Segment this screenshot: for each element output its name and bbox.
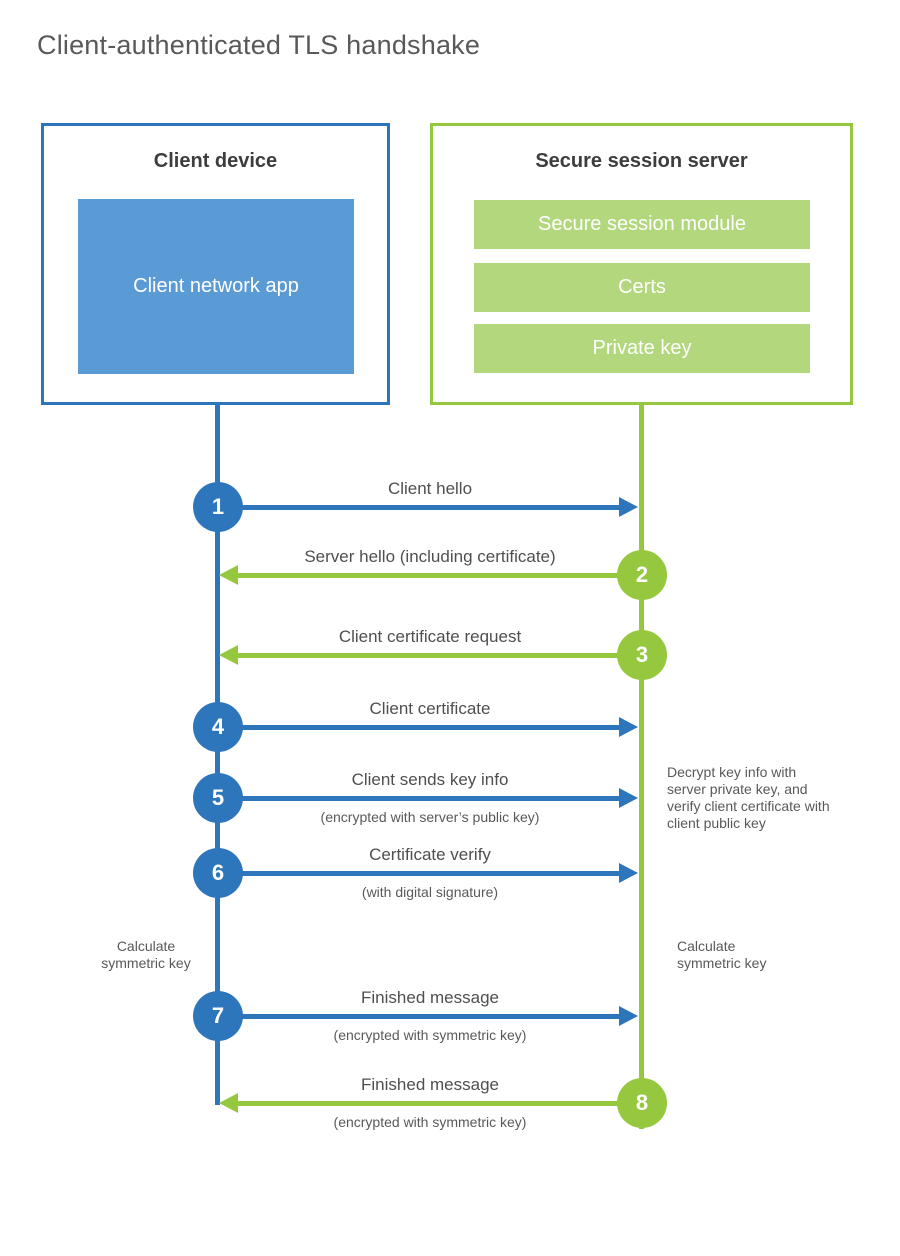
- arrow-line: [237, 573, 641, 578]
- message-label: Finished message: [361, 1075, 499, 1094]
- arrow-line: [217, 871, 621, 876]
- arrow-line: [217, 1014, 621, 1019]
- step-circle: 4: [193, 702, 243, 752]
- arrow-line: [237, 1101, 641, 1106]
- arrowhead-left-icon: [219, 565, 238, 585]
- arrowhead-left-icon: [219, 1093, 238, 1113]
- message-sublabel: (encrypted with server’s public key): [320, 809, 540, 825]
- server-module-bar: Certs: [474, 263, 810, 312]
- step-circle: 7: [193, 991, 243, 1041]
- arrow-line: [237, 653, 641, 658]
- arrowhead-left-icon: [219, 645, 238, 665]
- message-sublabel: (encrypted with symmetric key): [333, 1114, 527, 1130]
- step-circle: 1: [193, 482, 243, 532]
- client-network-app-label: Client network app: [133, 275, 299, 297]
- arrowhead-right-icon: [619, 863, 638, 883]
- client-network-app-box: Client network app: [78, 199, 354, 374]
- step-circle: 2: [617, 550, 667, 600]
- arrowhead-right-icon: [619, 1006, 638, 1026]
- step-circle: 5: [193, 773, 243, 823]
- decrypt-key-note: Decrypt key info with server private key…: [667, 764, 830, 831]
- calculate-symmetric-key-note-server: Calculate symmetric key: [677, 938, 767, 971]
- arrowhead-right-icon: [619, 497, 638, 517]
- arrow-line: [217, 505, 621, 510]
- client-lifeline: [215, 405, 220, 1105]
- arrowhead-right-icon: [619, 717, 638, 737]
- server-lifeline: [639, 405, 644, 1129]
- message-sublabel: (encrypted with symmetric key): [333, 1027, 527, 1043]
- server-module-bar: Secure session module: [474, 200, 810, 249]
- client-device-title: Client device: [153, 150, 278, 172]
- client-device-box: Client device Client network app: [41, 123, 390, 405]
- arrowhead-right-icon: [619, 788, 638, 808]
- secure-session-server-box: Secure session server Secure session mod…: [430, 123, 853, 405]
- arrow-line: [217, 725, 621, 730]
- message-label: Client certificate: [369, 699, 491, 718]
- page-title: Client-authenticated TLS handshake: [37, 30, 481, 60]
- message-label: Server hello (including certificate): [304, 547, 556, 566]
- message-label: Finished message: [361, 988, 499, 1007]
- message-label: Client certificate request: [338, 627, 522, 646]
- step-circle: 3: [617, 630, 667, 680]
- message-sublabel: (with digital signature): [361, 884, 499, 900]
- server-module-bar: Private key: [474, 324, 810, 373]
- message-label: Client hello: [387, 479, 473, 498]
- secure-session-server-title: Secure session server: [535, 150, 748, 172]
- arrow-line: [217, 796, 621, 801]
- calculate-symmetric-key-note-client: Calculate symmetric key: [101, 938, 191, 971]
- message-label: Certificate verify: [369, 845, 491, 864]
- message-label: Client sends key info: [351, 770, 509, 789]
- step-circle: 8: [617, 1078, 667, 1128]
- step-circle: 6: [193, 848, 243, 898]
